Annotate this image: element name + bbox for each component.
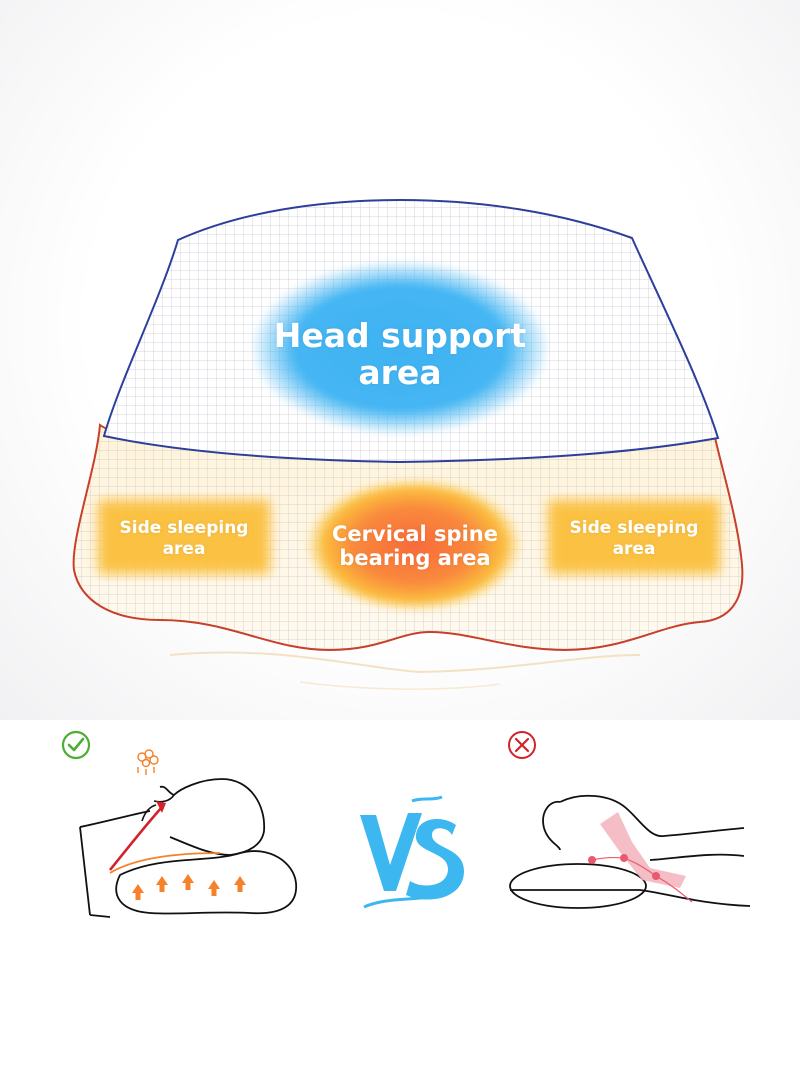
support-arrows	[132, 874, 246, 900]
head-support-label: Head support area	[273, 316, 527, 392]
vs-graphic	[360, 795, 464, 909]
cervical-glow	[304, 477, 524, 613]
breath-icon	[137, 749, 159, 775]
correct-posture-illustration	[79, 749, 297, 918]
cervical-spine-label: Cervical spine bearing area	[332, 522, 498, 570]
side-sleeping-left-label: Side sleeping area	[119, 518, 249, 560]
side-right-glow	[548, 500, 720, 574]
check-circle-icon	[61, 730, 91, 760]
incorrect-posture-illustration	[509, 794, 751, 909]
pillow-wireframe	[72, 198, 744, 690]
side-left-glow	[98, 500, 270, 574]
head-support-glow	[250, 260, 550, 436]
x-circle-icon	[508, 731, 536, 759]
side-sleeping-right-label: Side sleeping area	[569, 518, 699, 560]
